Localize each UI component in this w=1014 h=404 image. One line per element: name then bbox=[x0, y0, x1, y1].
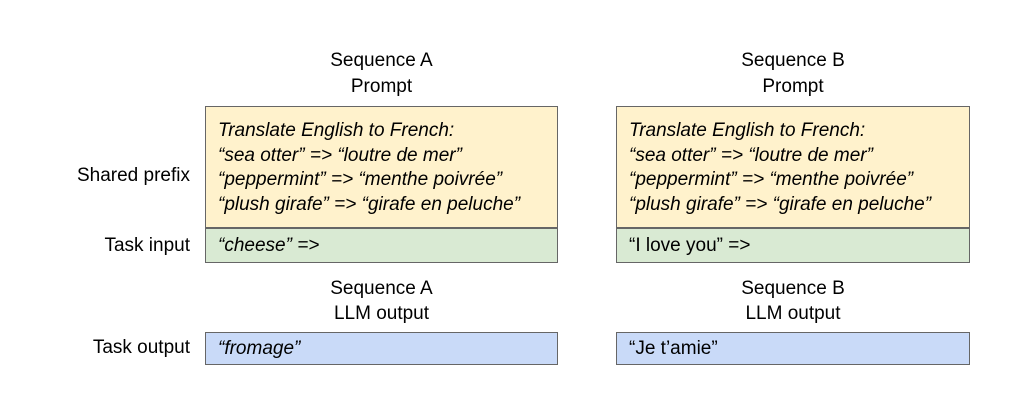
seq-b-output-header: Sequence B LLM output bbox=[616, 276, 970, 326]
seq-b-task-output-box: “Je t’amie” bbox=[616, 332, 970, 365]
seq-a-prompt-header: Sequence A Prompt bbox=[205, 48, 558, 100]
seq-a-output-header-line2: LLM output bbox=[333, 303, 430, 324]
row-label-shared-prefix: Shared prefix bbox=[76, 165, 190, 186]
seq-b-prompt-line: “plush girafe” => “girafe en peluche” bbox=[629, 193, 932, 215]
seq-b-output-header-line1: Sequence B bbox=[741, 278, 845, 299]
seq-b-prompt-line: Translate English to French: bbox=[629, 120, 866, 141]
seq-b-prompt-line: “sea otter” => “loutre de mer” bbox=[629, 144, 873, 166]
seq-a-prompt-header-line2: Prompt bbox=[350, 76, 413, 97]
seq-a-output-header-line1: Sequence A bbox=[330, 278, 433, 299]
seq-a-output-header: Sequence A LLM output bbox=[205, 276, 558, 326]
seq-a-shared-prefix-box: Translate English to French: “sea otter”… bbox=[205, 106, 558, 228]
seq-a-prompt-line: “peppermint” => “menthe poivrée” bbox=[218, 169, 503, 190]
seq-b-output-header-line2: LLM output bbox=[745, 303, 841, 324]
row-label-task-input: Task input bbox=[104, 235, 190, 256]
seq-a-task-input-box: “cheese” => bbox=[205, 228, 558, 263]
seq-a-prompt-line: “plush girafe” => “girafe en peluche” bbox=[218, 193, 521, 215]
seq-a-prompt-line: Translate English to French: bbox=[218, 120, 455, 141]
seq-b-prompt-header: Sequence B Prompt bbox=[616, 48, 970, 100]
seq-b-shared-prefix-box: Translate English to French: “sea otter”… bbox=[616, 106, 970, 228]
seq-a-prompt-line: “sea otter” => “loutre de mer” bbox=[218, 144, 462, 166]
seq-b-prompt-header-line1: Sequence B bbox=[741, 50, 845, 71]
seq-a-task-output-box: “fromage” bbox=[205, 332, 558, 365]
seq-b-task-input-box: “I love you” => bbox=[616, 228, 970, 263]
seq-b-prompt-line: “peppermint” => “menthe poivrée” bbox=[629, 169, 914, 190]
seq-a-prompt-header-line1: Sequence A bbox=[330, 50, 433, 71]
seq-b-prompt-header-line2: Prompt bbox=[762, 76, 824, 97]
row-label-task-output: Task output bbox=[92, 337, 190, 358]
